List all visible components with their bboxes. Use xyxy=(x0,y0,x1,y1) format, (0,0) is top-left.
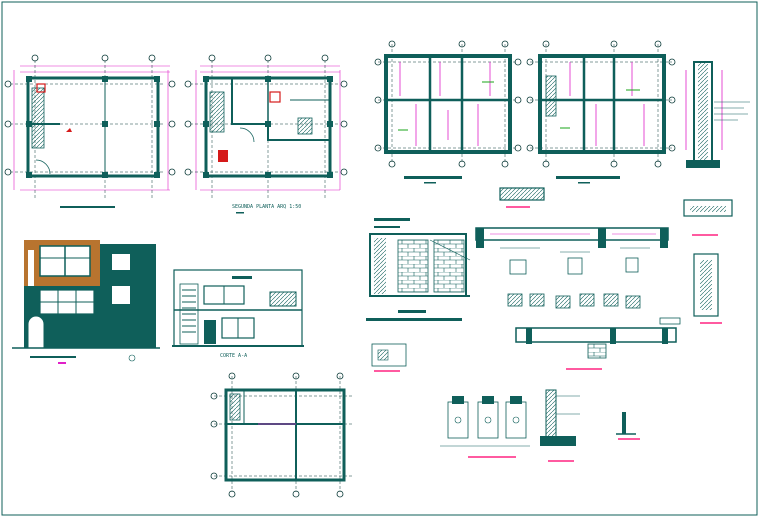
foundation-plan-1 xyxy=(374,40,522,184)
beam-detail xyxy=(475,187,733,253)
front-elevation xyxy=(12,240,160,364)
wall-detail xyxy=(366,218,471,372)
ground-plan xyxy=(210,372,354,498)
footing-details xyxy=(507,253,722,370)
bottom-details xyxy=(440,389,640,462)
column-section xyxy=(685,61,750,168)
foundation-plan-2 xyxy=(526,40,676,184)
plan-1 xyxy=(4,54,176,208)
side-elevation-title: CORTE A-A xyxy=(220,353,247,359)
side-elevation: CORTE A-A xyxy=(172,269,304,359)
plan-2: SEGUNDA PLANTA ARQ 1:50 xyxy=(184,54,348,214)
plan-2-title: SEGUNDA PLANTA ARQ 1:50 xyxy=(232,204,301,210)
